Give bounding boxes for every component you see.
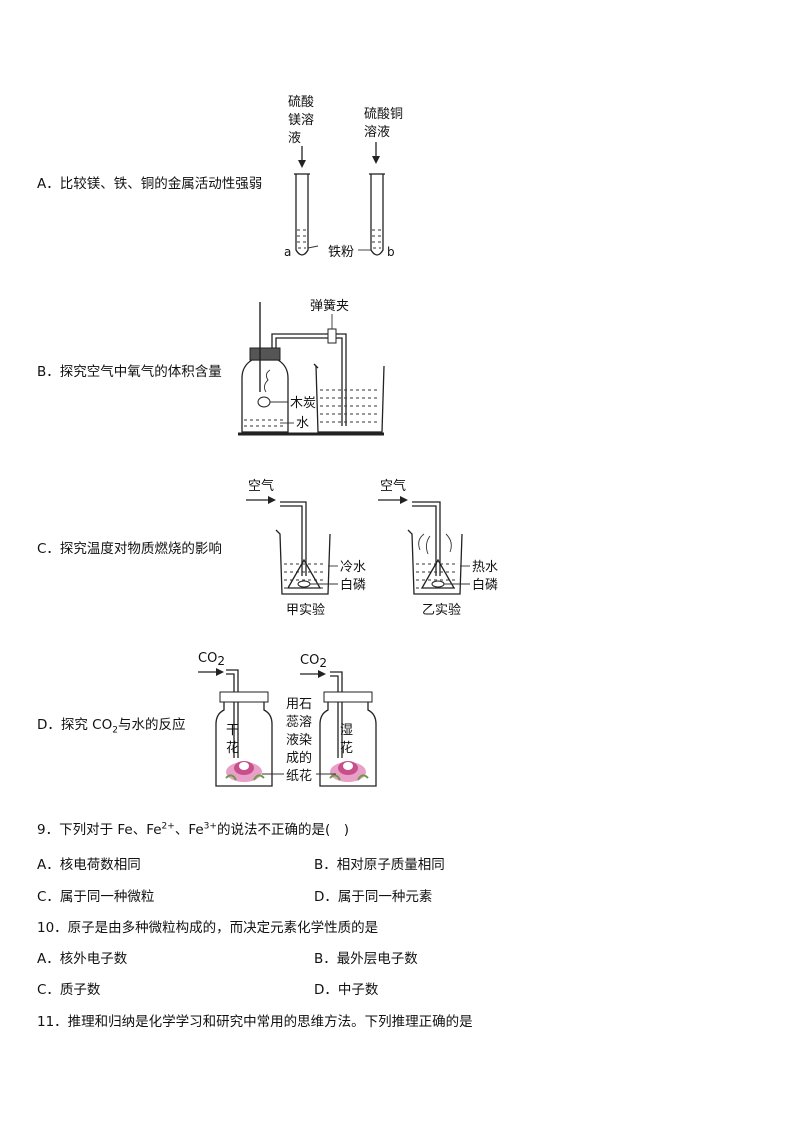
- q10-option-b[interactable]: B．最外层电子数: [314, 951, 418, 967]
- exp-right-label: 乙实验: [422, 602, 461, 618]
- wet-flower-line1: 湿: [340, 723, 353, 738]
- q10-option-d[interactable]: D．中子数: [314, 982, 379, 998]
- co2-left-label: CO2: [198, 651, 225, 668]
- option-b-text: B．探究空气中氧气的体积含量: [37, 364, 222, 380]
- q9-option-b[interactable]: B．相对原子质量相同: [314, 857, 445, 873]
- middle-label-line3: 液染: [286, 733, 312, 748]
- q10-option-a[interactable]: A．核外电子数: [37, 951, 128, 967]
- question-10-stem: 10．原子是由多种微粒构成的，而决定元素化学性质的是: [37, 920, 379, 936]
- hot-water-label: 热水: [472, 560, 498, 575]
- option-d-prefix: D．探究 CO: [37, 717, 113, 733]
- dry-flower-line1: 干: [226, 723, 239, 738]
- figure-b-oxygen-apparatus: 弹簧夹 木炭 水: [238, 298, 385, 436]
- label-mgso4-line1: 硫酸: [288, 95, 314, 110]
- middle-label-line2: 蕊溶: [286, 715, 312, 730]
- q9-stem-part-c: 的说法不正确的是( ): [216, 822, 349, 838]
- middle-label-line4: 成的: [286, 750, 312, 766]
- tube-a-mark: a: [284, 245, 291, 259]
- label-cuso4-line2: 溶液: [364, 125, 390, 140]
- co2-right-label: CO2: [300, 653, 327, 670]
- label-mgso4-line2: 镁溶: [288, 113, 314, 128]
- q9-option-c[interactable]: C．属于同一种微粒: [37, 889, 155, 905]
- option-c-text: C．探究温度对物质燃烧的影响: [37, 541, 222, 557]
- label-cuso4-line1: 硫酸铜: [364, 107, 403, 122]
- q9-stem-part-b: 、Fe: [174, 822, 204, 838]
- tube-b-mark: b: [387, 245, 395, 259]
- figure-c-combustion: 空气 冷水 白磷 甲实验 空气 热水 白磷 乙实验: [246, 478, 498, 618]
- label-mgso4-line3: 液: [288, 131, 301, 146]
- q9-sup-1: 2+: [161, 821, 175, 832]
- middle-label-line5: 纸花: [286, 768, 312, 784]
- dry-flower-line2: 花: [226, 740, 239, 756]
- clamp-label: 弹簧夹: [310, 298, 349, 314]
- option-d-sub: 2: [112, 725, 118, 736]
- q9-option-d[interactable]: D．属于同一种元素: [314, 889, 433, 905]
- option-d-text: D．探究 CO2与水的反应: [37, 713, 186, 736]
- wet-flower-line2: 花: [340, 740, 353, 756]
- iron-powder-label: 铁粉: [328, 245, 354, 260]
- white-p-left-label: 白磷: [340, 577, 366, 593]
- cold-water-label: 冷水: [340, 560, 366, 575]
- charcoal-label: 木炭: [290, 396, 316, 411]
- question-9-stem: 9．下列对于 Fe、Fe2+、Fe3+的说法不正确的是( ): [37, 818, 349, 838]
- q9-option-a[interactable]: A．核电荷数相同: [37, 857, 141, 873]
- option-a-text: A．比较镁、铁、铜的金属活动性强弱: [37, 176, 263, 192]
- middle-label-line1: 用石: [286, 697, 312, 712]
- white-p-right-label: 白磷: [472, 577, 498, 593]
- water-label: 水: [296, 416, 309, 431]
- figure-a-test-tubes: 硫酸 镁溶 液 硫酸铜 溶液 a 铁粉 b: [284, 95, 403, 260]
- figure-d-co2-bottles: CO2 CO2 干 花 湿 花 用石 蕊溶 液染 成的 纸花: [198, 651, 377, 787]
- q10-option-c[interactable]: C．质子数: [37, 982, 101, 998]
- air-right-label: 空气: [380, 478, 406, 494]
- question-11-stem: 11．推理和归纳是化学学习和研究中常用的思维方法。下列推理正确的是: [37, 1014, 473, 1030]
- q9-sup-2: 3+: [203, 821, 217, 832]
- option-d-suffix: 与水的反应: [117, 717, 186, 733]
- q9-stem-part-a: 9．下列对于 Fe、Fe: [37, 822, 162, 838]
- air-left-label: 空气: [248, 478, 274, 494]
- exp-left-label: 甲实验: [286, 602, 325, 618]
